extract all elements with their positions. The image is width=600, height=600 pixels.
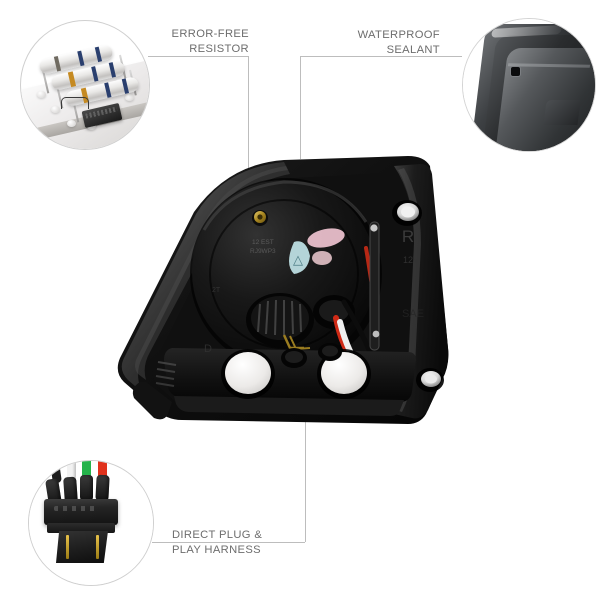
solder-pad [51, 106, 60, 113]
resistor-band [77, 50, 85, 67]
leader-line-harness-underline [152, 542, 305, 543]
connector-upper-body [44, 499, 118, 525]
inset-error-free-resistor [20, 20, 150, 150]
bulb-access-cap [246, 293, 314, 351]
tail-light-product-photo: R 12V SAE [108, 152, 454, 430]
mount-hole-upper [392, 200, 422, 226]
wire-boot [80, 475, 93, 501]
resistor-band [53, 56, 62, 72]
housing-top-edge-highlight [121, 162, 288, 392]
rail-fastener-upper [370, 224, 378, 232]
lower-face-code: D [204, 343, 212, 355]
mount-hole-lower [416, 368, 444, 392]
vent-port-right [318, 343, 342, 361]
side-vent-ribs [155, 361, 177, 387]
mounting-rail [394, 164, 449, 419]
jumper-wire [61, 97, 89, 109]
connector-pin [96, 535, 99, 559]
leader-line-harness-vertical [305, 303, 306, 542]
cap-ribs [257, 299, 302, 336]
resistor-board-photo [21, 21, 149, 149]
connector-blade-face [56, 531, 108, 563]
callout-label-error-free-resistor: ERROR-FREE RESISTOR [171, 28, 249, 55]
sealant-mount-tab [543, 99, 581, 125]
marking-side-code: R [402, 227, 414, 246]
reflector-dome-rim-light [202, 180, 368, 231]
bottom-mount-tab [132, 382, 172, 420]
leader-line-sealant-vertical [300, 56, 301, 164]
resistor-band [94, 46, 103, 63]
connector-pin [66, 535, 69, 559]
resistor-band [121, 78, 130, 94]
resistor-band [67, 71, 77, 88]
inset-plug-play-harness [28, 460, 154, 586]
dome-print-line2: RJ9WP3 [250, 248, 276, 255]
resistor-band [108, 62, 116, 78]
leader-line-resistor-vertical [248, 56, 249, 240]
resistor-band [91, 66, 99, 82]
label-sticker-cyan [289, 241, 310, 274]
reflector-dome-inner [209, 199, 359, 349]
label-sticker-cyan-mark: △ [293, 252, 303, 267]
leader-line-sealant-underline [300, 56, 462, 57]
sealant-clip [510, 66, 520, 76]
mounting-rail-highlight [396, 168, 421, 412]
rail-fastener-lower [372, 330, 380, 338]
resistor-band [104, 82, 112, 98]
marking-faint-code: SAE [402, 308, 424, 320]
wire-white [67, 461, 76, 481]
sealant-corner-photo [463, 19, 595, 151]
inset-waterproof-sealant [462, 18, 596, 152]
bulb-socket-right [317, 349, 371, 399]
callout-label-waterproof-sealant: WATERPROOF SEALANT [357, 29, 440, 56]
wire-green [82, 461, 91, 481]
wire-retaining-clip [369, 221, 380, 351]
marking-voltage: 12V [403, 255, 419, 265]
dome-print-line1: 12 EST [252, 239, 274, 246]
vent-port-center [281, 348, 307, 368]
label-sticker-pink-small [312, 251, 332, 265]
wire-boot [95, 474, 110, 502]
dome-print-side: 2T [212, 287, 221, 294]
leader-line-resistor-underline [148, 56, 249, 57]
screw-dome-top [252, 210, 268, 226]
callout-label-direct-plug-play-harness: DIRECT PLUG & PLAY HARNESS [172, 529, 263, 556]
bulb-socket-left [221, 349, 275, 399]
label-sticker-pink [307, 228, 345, 248]
solder-pad [67, 120, 76, 127]
wire-harness-photo [29, 461, 153, 585]
solder-pad [37, 91, 46, 98]
lower-shelf-lip [174, 396, 404, 416]
connector-collar [47, 523, 115, 533]
wire-red [98, 461, 107, 481]
solder-pad [125, 94, 134, 101]
